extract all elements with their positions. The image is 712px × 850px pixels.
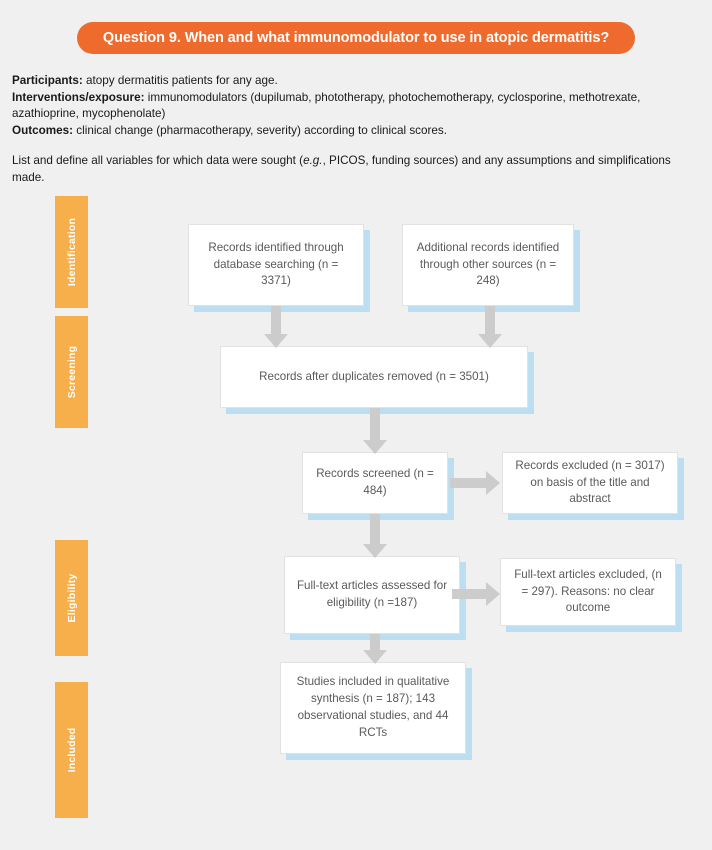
arrow-head: [486, 582, 500, 606]
interventions-label: Interventions/exposure:: [12, 90, 145, 104]
variables-note-part2: , PICOS, funding sources) and any assump…: [12, 154, 671, 185]
stage-bar-eligibility: Eligibility: [55, 540, 88, 656]
arrow-shaft: [370, 514, 380, 544]
arrow-down-icon-screened-to-fulltext: [363, 514, 387, 558]
interventions-line: Interventions/exposure: immunomodulators…: [12, 90, 702, 123]
arrow-down-icon-dedup-to-screened: [363, 408, 387, 454]
flow-box-records-excluded-text: Records excluded (n = 3017) on basis of …: [515, 458, 665, 506]
variables-note: List and define all variables for which …: [12, 153, 702, 186]
flow-box-fulltext-assessed-text: Full-text articles assessed for eligibil…: [296, 579, 448, 609]
arrow-right-icon-fulltext-to-excluded: [452, 582, 500, 606]
flow-box-records-screened: Records screened (n = 484): [302, 452, 448, 514]
outcomes-label: Outcomes:: [12, 123, 74, 137]
arrow-shaft: [370, 634, 380, 650]
arrow-down-icon-fulltext-to-included: [363, 634, 387, 664]
arrow-shaft: [370, 408, 380, 440]
outcomes-text: clinical change (pharmacotherapy, severi…: [73, 123, 447, 137]
arrow-head: [363, 440, 387, 454]
stage-label-included: Included: [65, 727, 78, 773]
flow-box-fulltext-assessed: Full-text articles assessed for eligibil…: [284, 556, 460, 634]
flow-box-records-screened-text: Records screened (n = 484): [316, 467, 434, 497]
question-banner: Question 9. When and what immunomodulato…: [76, 22, 636, 54]
interventions-text: immunomodulators (dupilumab, phototherap…: [12, 90, 641, 121]
arrow-shaft: [450, 478, 486, 488]
arrow-shaft: [485, 306, 495, 334]
flow-box-fulltext-excluded-text: Full-text articles excluded, (n = 297). …: [514, 567, 662, 615]
participants-text: atopy dermatitis patients for any age.: [82, 74, 278, 87]
participants-label: Participants:: [12, 74, 83, 87]
flow-box-fulltext-excluded: Full-text articles excluded, (n = 297). …: [500, 558, 676, 626]
flow-box-records-excluded: Records excluded (n = 3017) on basis of …: [502, 452, 678, 514]
flow-box-database-searching-text: Records identified through database sear…: [208, 240, 344, 288]
flow-box-other-sources: Additional records identified through ot…: [402, 224, 574, 306]
variables-note-part1: List and define all variables for which …: [12, 154, 304, 168]
participants-line: Participants: atopy dermatitis patients …: [12, 73, 702, 90]
stage-bar-included: Included: [55, 682, 88, 818]
arrow-down-icon-database-to-dedup: [264, 306, 288, 348]
flow-box-included-synthesis: Studies included in qualitative synthesi…: [280, 662, 466, 754]
arrow-right-icon-screened-to-excluded: [450, 471, 500, 495]
arrow-head: [486, 471, 500, 495]
stage-bar-identification: Identification: [55, 196, 88, 308]
flow-box-duplicates-removed-text: Records after duplicates removed (n = 35…: [259, 369, 489, 383]
flow-box-included-synthesis-text: Studies included in qualitative synthesi…: [296, 675, 450, 739]
stage-label-identification: Identification: [65, 217, 78, 287]
arrow-head: [363, 544, 387, 558]
arrow-shaft: [452, 589, 486, 599]
arrow-head: [478, 334, 502, 348]
header-banner-container: Question 9. When and what immunomodulato…: [0, 22, 712, 54]
flow-box-other-sources-text: Additional records identified through ot…: [416, 240, 560, 288]
variables-note-italic: e.g.: [303, 154, 323, 168]
arrow-down-icon-sources-to-dedup: [478, 306, 502, 348]
stage-label-screening: Screening: [65, 345, 78, 399]
arrow-head: [264, 334, 288, 348]
stage-label-eligibility: Eligibility: [65, 573, 78, 623]
flow-box-duplicates-removed: Records after duplicates removed (n = 35…: [220, 346, 528, 408]
picos-description: Participants: atopy dermatitis patients …: [12, 73, 702, 187]
arrow-head: [363, 650, 387, 664]
flow-box-database-searching: Records identified through database sear…: [188, 224, 364, 306]
stage-bar-screening: Screening: [55, 316, 88, 428]
outcomes-line: Outcomes: clinical change (pharmacothera…: [12, 123, 702, 140]
arrow-shaft: [271, 306, 281, 334]
